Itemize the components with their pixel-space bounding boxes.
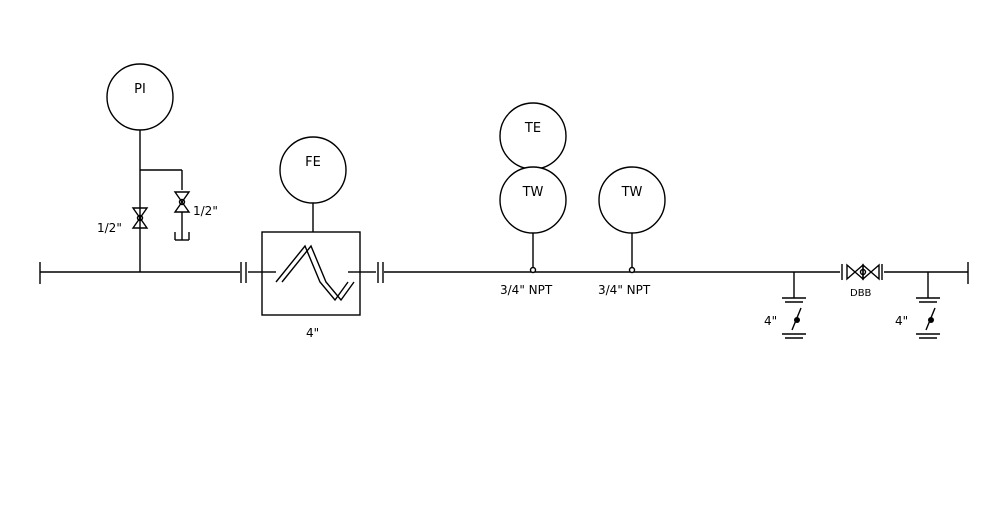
fe-tag: FE xyxy=(305,155,321,170)
flange-left xyxy=(240,262,247,283)
tw1-tag: TW xyxy=(522,185,544,200)
gate-valve-icon xyxy=(131,207,149,229)
fe-instrument-bubble xyxy=(279,136,347,204)
flange-right xyxy=(377,262,384,283)
npt2-label: 3/4" NPT xyxy=(598,283,651,297)
te-instrument-bubble xyxy=(499,102,567,170)
flow-element-icon xyxy=(261,231,361,316)
pi-instrument-bubble xyxy=(106,63,174,131)
tw2-instrument-bubble xyxy=(598,166,666,234)
thermowell-connection-icon xyxy=(529,266,537,274)
drain1-size: 4" xyxy=(764,314,777,328)
npt1-label: 3/4" NPT xyxy=(500,283,553,297)
te-tag: TE xyxy=(524,121,541,136)
drain-valve-icon xyxy=(782,272,806,339)
flow-element-size: 4" xyxy=(306,326,319,340)
gate-valve-icon xyxy=(173,191,191,241)
pi-tag: PI xyxy=(134,82,146,97)
valve-left-size: 1/2" xyxy=(97,221,122,235)
drain-valve-icon xyxy=(916,272,940,339)
thermowell-connection-icon xyxy=(628,266,636,274)
drain2-size: 4" xyxy=(895,314,908,328)
dbb-label: DBB xyxy=(850,288,872,299)
tw1-instrument-bubble xyxy=(499,166,567,234)
main-process-line xyxy=(39,262,969,284)
valve-right-size: 1/2" xyxy=(193,204,218,218)
tw2-tag: TW xyxy=(621,185,643,200)
double-block-bleed-valve-icon xyxy=(841,263,883,281)
pi-branch xyxy=(139,130,183,272)
